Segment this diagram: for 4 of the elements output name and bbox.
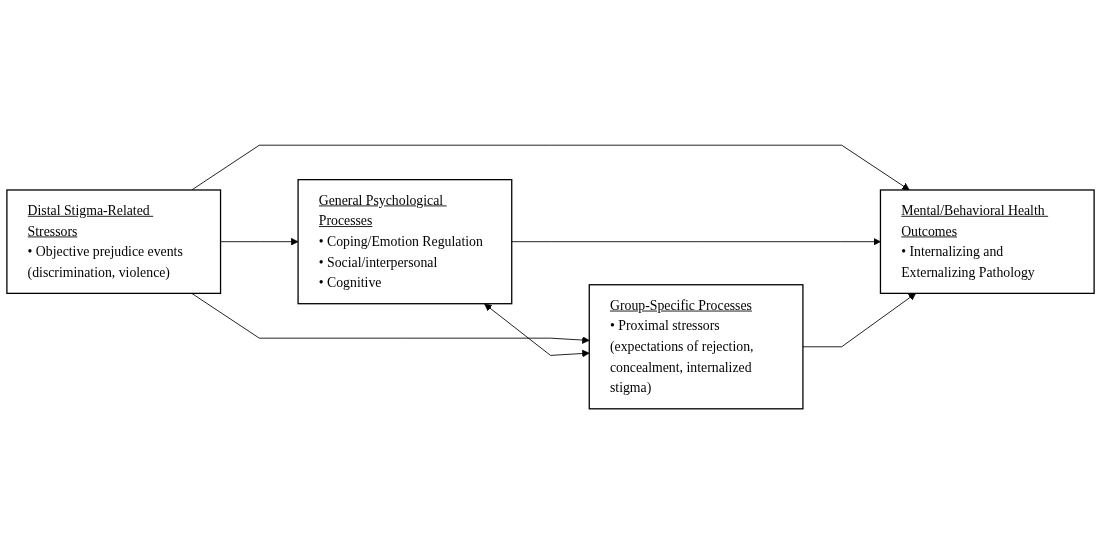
node-box: Group-Specific Processes • Proximal stressors (expectations of rejection, concealment, internalized stigma) — [588, 284, 804, 410]
node-box: General Psychological Processes • Coping/Emotion Regulation • Social/interpersonal • Cognitive — [297, 179, 513, 305]
node-box: Mental/Behavioral Health Outcomes • Internalizing and Externalizing Pathology — [879, 189, 1095, 294]
node-box: Distal Stigma-Related Stressors • Objective prejudice events (discrimination, violence) — [6, 189, 222, 294]
